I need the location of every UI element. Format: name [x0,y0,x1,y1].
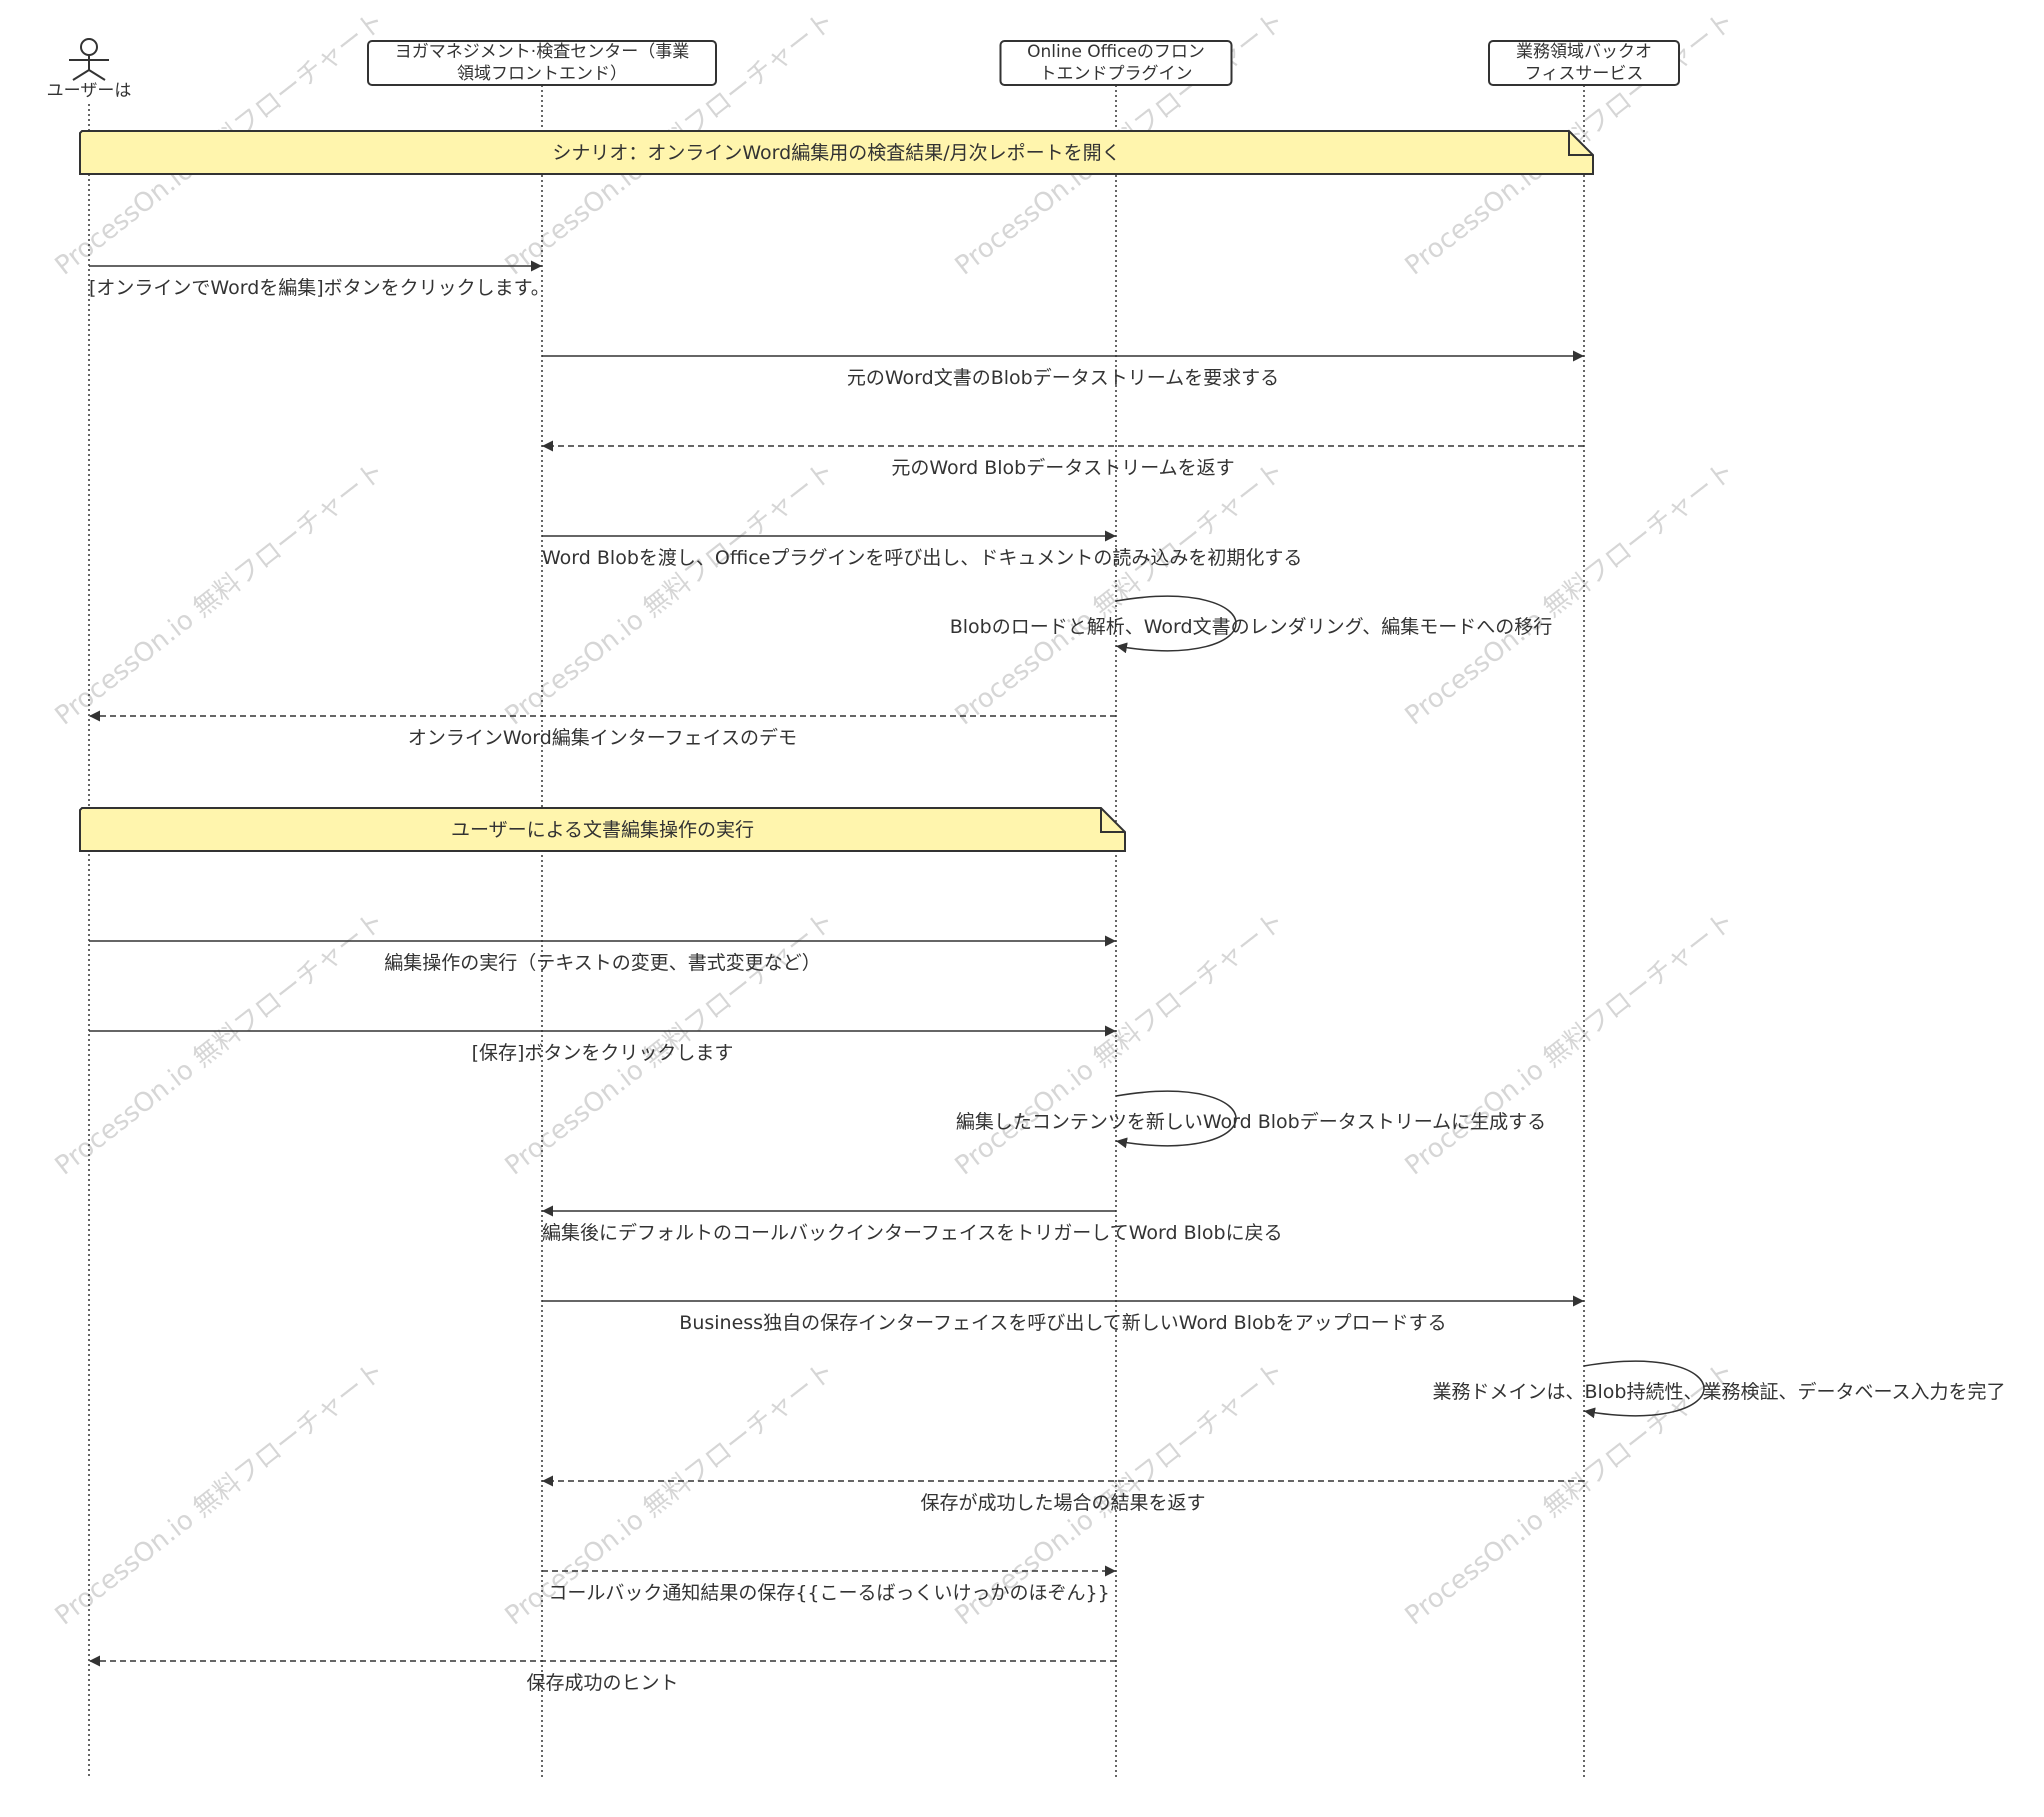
note-label: シナリオ：オンラインWord編集用の検査結果/月次レポートを開く [552,142,1120,164]
step-message: オンラインWord編集インターフェイスのデモ [89,710,1116,749]
watermark-text: ProcessOn.io 無料フローチャート [50,906,391,1181]
self-message-arrow [1115,595,1237,654]
watermark-text: ProcessOn.io 無料フローチャート [50,456,391,731]
self-message-arrow [1115,1090,1237,1149]
watermark-text: ProcessOn.io 無料フローチャート [1400,456,1741,731]
message-label: [保存]ボタンをクリックします [472,1042,734,1064]
participant-label: Online Officeのフロン [1027,42,1205,62]
self-message-arrow [1583,1360,1705,1419]
participant-user: ユーザーは [47,38,132,101]
participant-box [367,40,717,86]
message-label: 編集操作の実行（テキストの変更、書式変更など） [384,952,820,974]
participant-label: ヨガマネジメント·検査センター（事業 [395,42,689,62]
participant-box [999,40,1233,86]
note-fold [1100,808,1125,833]
message-label: Business独自の保存インターフェイスを呼び出して新しいWord Blobを… [679,1312,1446,1334]
message-label: コールバック通知結果の保存{{こーるばっくいけっかのほぞん}} [548,1582,1109,1604]
message-label: 保存が成功した場合の結果を返す [920,1492,1205,1514]
watermark-text: ProcessOn.io 無料フローチャート [950,456,1291,731]
message-label: Blobのロードと解析、Word文書のレンダリング、編集モードへの移行 [950,616,1553,638]
participant-box [1488,40,1680,86]
actor-head [80,38,98,56]
message-label: 元のWord文書のBlobデータストリームを要求する [847,367,1279,389]
message-label: 元のWord Blobデータストリームを返す [891,457,1234,479]
message-label: Word Blobを渡し、Officeプラグインを呼び出し、ドキュメントの読み込… [542,547,1302,569]
step-message: Word Blobを渡し、Officeプラグインを呼び出し、ドキュメントの読み込… [542,530,1302,569]
step-message: [保存]ボタンをクリックします [89,1025,1116,1064]
step-message: Business独自の保存インターフェイスを呼び出して新しいWord Blobを… [542,1295,1584,1334]
message-label: 編集後にデフォルトのコールバックインターフェイスをトリガーしてWord Blob… [542,1222,1283,1244]
watermark-text: ProcessOn.io 無料フローチャート [500,456,841,731]
note-label: ユーザーによる文書編集操作の実行 [451,819,754,841]
step-message: [オンラインでWordを編集]ボタンをクリックします。 [89,260,550,299]
note-fold [1568,131,1593,156]
step-message: 元のWord文書のBlobデータストリームを要求する [542,350,1584,389]
step-message: コールバック通知結果の保存{{こーるばっくいけっかのほぞん}} [542,1565,1116,1604]
step-self: Blobのロードと解析、Word文書のレンダリング、編集モードへの移行 [950,595,1553,654]
message-label: 編集したコンテンツを新しいWord Blobデータストリームに生成する [956,1111,1546,1133]
lifeline-layer [88,85,1585,1778]
step-message: 編集後にデフォルトのコールバックインターフェイスをトリガーしてWord Blob… [542,1205,1283,1244]
step-self: 編集したコンテンツを新しいWord Blobデータストリームに生成する [956,1090,1546,1149]
participant-label: トエンドプラグイン [1040,64,1193,84]
participant-label: 領域フロントエンド） [457,64,627,84]
watermark-text: ProcessOn.io 無料フローチャート [950,906,1291,1181]
actor-icon [69,55,109,81]
step-self: 業務ドメインは、Blob持続性、業務検証、データベース入力を完了 [1432,1360,2006,1419]
message-label: 業務ドメインは、Blob持続性、業務検証、データベース入力を完了 [1432,1381,2005,1403]
watermark-text: ProcessOn.io 無料フローチャート [1400,906,1741,1181]
message-label: 保存成功のヒント [526,1672,678,1694]
participant-label: 業務領域バックオ [1516,42,1652,62]
step-message: 保存成功のヒント [89,1655,1116,1694]
step-layer: シナリオ：オンラインWord編集用の検査結果/月次レポートを開く [オンラインでW… [79,130,2006,1694]
watermark-text: ProcessOn.io 無料フローチャート [50,1356,391,1631]
participant-label: フィスサービス [1525,64,1644,84]
message-label: [オンラインでWordを編集]ボタンをクリックします。 [89,277,550,299]
step-message: 保存が成功した場合の結果を返す [542,1475,1584,1514]
participant-label: ユーザーは [47,81,132,101]
message-label: オンラインWord編集インターフェイスのデモ [408,727,797,749]
step-message: 元のWord Blobデータストリームを返す [542,440,1584,479]
step-note: シナリオ：オンラインWord編集用の検査結果/月次レポートを開く [79,130,1594,175]
step-message: 編集操作の実行（テキストの変更、書式変更など） [89,935,1116,974]
step-note: ユーザーによる文書編集操作の実行 [79,807,1126,852]
